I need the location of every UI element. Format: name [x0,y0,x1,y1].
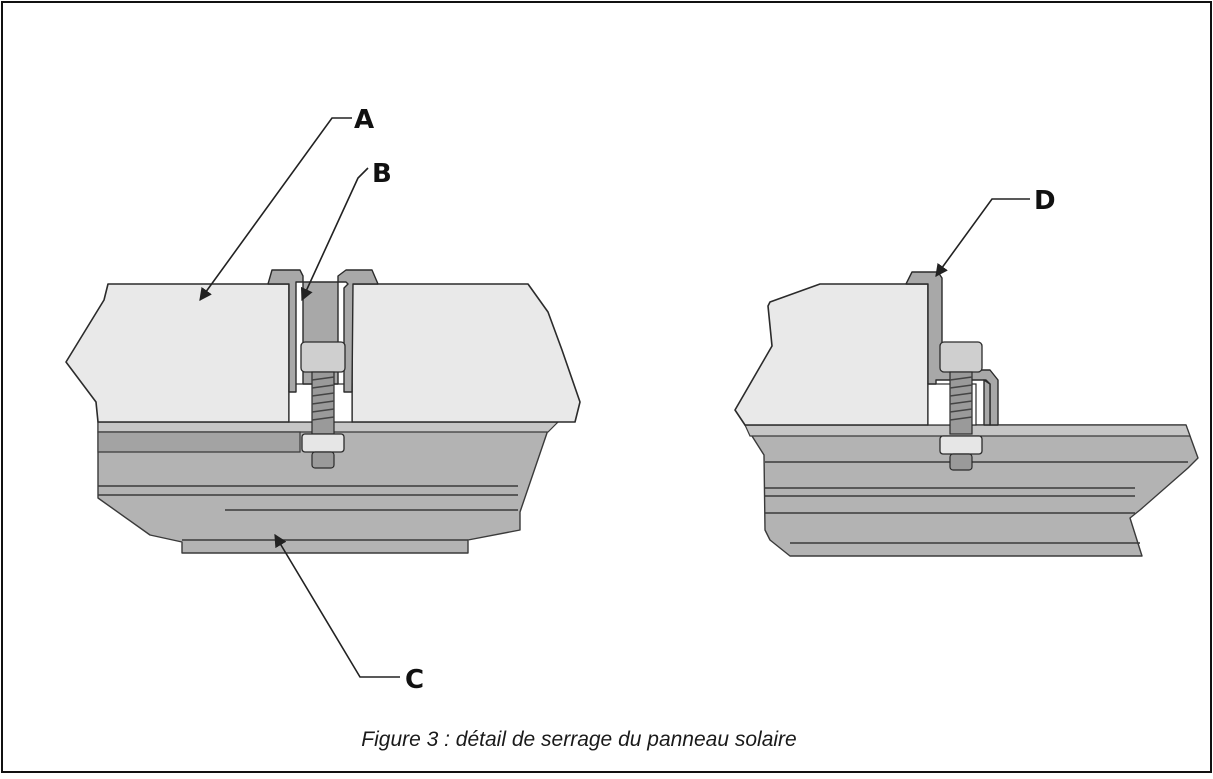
rail-profile-right [744,424,1199,557]
callout-a: A [354,105,374,135]
callout-c: C [405,665,424,695]
callout-d: D [1034,186,1056,216]
end-clamp-leg [983,379,991,426]
end-clamp-assembly: D [734,186,1199,557]
solar-panel-right [351,283,581,423]
mid-clamp-assembly: A B C [65,105,581,695]
leader-d [935,198,1030,278]
solar-panel-end [734,283,929,426]
callout-b: B [372,159,392,189]
solar-panel-left [65,283,290,423]
bolt-right [939,341,983,471]
leader-b [300,167,369,302]
mid-clamp [267,269,379,393]
figure-caption: Figure 3 : détail de serrage du panneau … [361,728,796,751]
bolt-left [300,341,346,469]
rail-profile-left [97,421,560,554]
leader-a [199,117,352,302]
leader-c [274,533,400,678]
